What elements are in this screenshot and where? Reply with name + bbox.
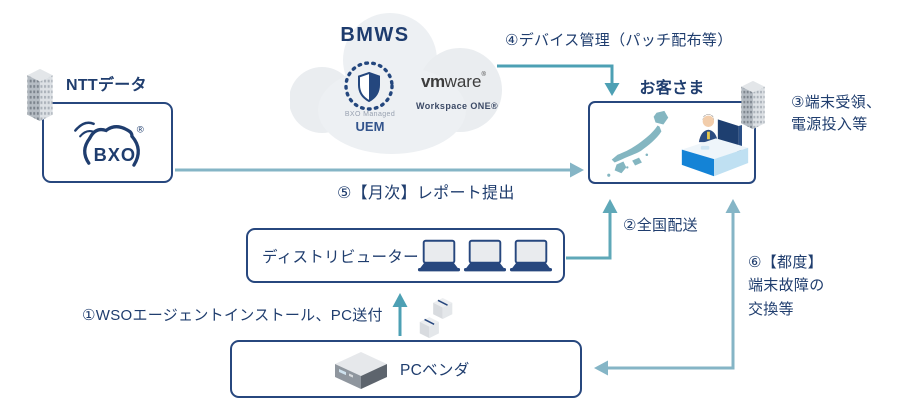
japan-map bbox=[607, 110, 669, 177]
pc-server-icon bbox=[333, 350, 389, 390]
bmws-title: BMWS bbox=[340, 24, 410, 46]
uem-label: UEM bbox=[355, 119, 385, 134]
step1-label: ①WSOエージェントインストール、PC送付 bbox=[82, 307, 383, 324]
uem-caption: BXO Managed bbox=[344, 111, 396, 118]
vmware-registered-mark: ® bbox=[481, 72, 486, 78]
pc-vendor-label: PCベンダ bbox=[400, 362, 470, 379]
vmware-logo: vmware® bbox=[421, 72, 501, 92]
ntt-building-icon bbox=[22, 68, 58, 122]
workspace-one-label: Workspace ONE® bbox=[416, 101, 499, 111]
packages-icon bbox=[417, 297, 457, 341]
step6-label: ⑥【都度】 端末故障の 交換等 bbox=[748, 254, 825, 318]
arrow-step6-replacement bbox=[594, 199, 741, 376]
ntt-box bbox=[42, 102, 173, 183]
arrow-step5-monthly-report bbox=[175, 162, 584, 178]
svg-text:BXO: BXO bbox=[94, 144, 136, 165]
arrow-step4-device-management bbox=[497, 64, 620, 96]
service-desk-person-illustration bbox=[681, 114, 749, 177]
customer-label: お客さま bbox=[639, 80, 705, 97]
bxo-managed-uem-shield-icon bbox=[344, 61, 394, 111]
ntt-company-label: NTTデータ bbox=[66, 77, 147, 94]
distributor-box bbox=[246, 228, 565, 283]
step2-label: ②全国配送 bbox=[623, 217, 698, 234]
pc-vendor-box bbox=[230, 340, 582, 398]
vmware-vm: vm bbox=[421, 72, 445, 91]
arrow-step2-nationwide-delivery bbox=[566, 199, 618, 260]
step5-label: ⑤【月次】レポート提出 bbox=[337, 185, 515, 202]
bxo-logo: BXO ® bbox=[74, 121, 144, 167]
laptops-icon bbox=[417, 239, 552, 273]
distributor-label: ディストリビューター bbox=[262, 249, 419, 266]
step4-label: ④デバイス管理（パッチ配布等） bbox=[505, 32, 733, 49]
step3-label: ③端末受領、 電源投入等 bbox=[791, 94, 882, 133]
vmware-ware: ware bbox=[444, 72, 482, 91]
arrow-step1-wso-install bbox=[392, 293, 408, 336]
svg-text:®: ® bbox=[137, 124, 144, 135]
customer-building-icon bbox=[736, 80, 770, 130]
